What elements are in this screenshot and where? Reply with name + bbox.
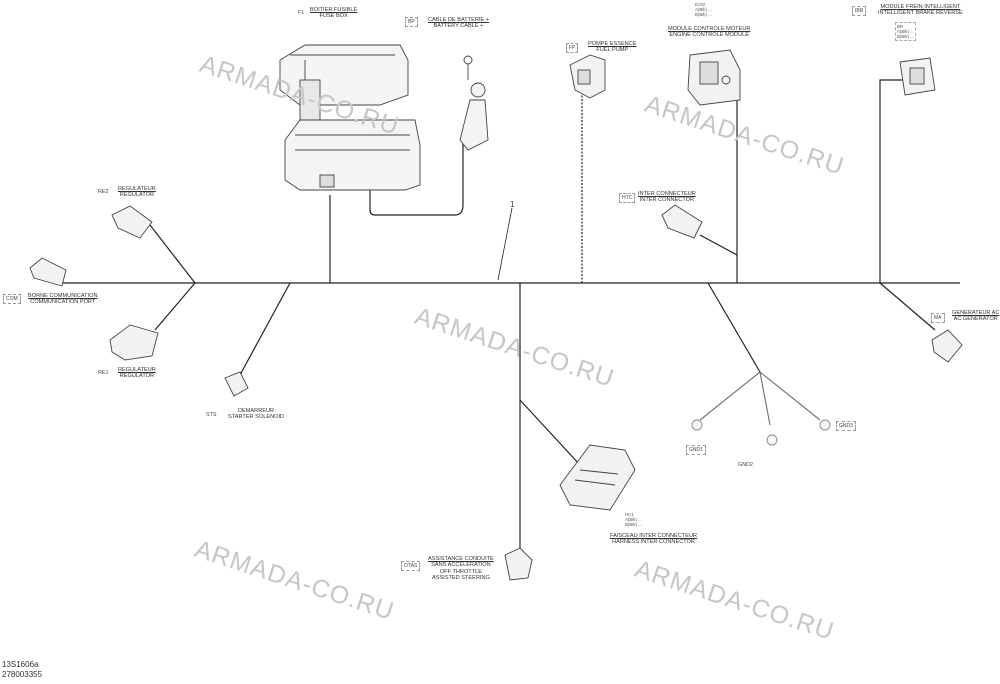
ibr-label: MODULE FREIN INTELLIGENT INTELLIGENT BRA…	[878, 4, 963, 17]
inter-connector-label: INTER CONNECTEUR INTER CONNECTOR	[638, 191, 696, 204]
fuse-box-code: F1	[298, 10, 305, 16]
fuse-box-drawing	[279, 44, 421, 191]
ground-eyelets-drawing	[691, 419, 831, 446]
starter-solenoid-drawing	[224, 371, 249, 397]
harness-inter-connector-label: FAISCEAU INTER CONNECTEUR HARNESS INTER …	[610, 533, 698, 546]
regulator-1-connector-drawing	[109, 324, 159, 361]
fuse-box-label: BOITIER FUSIBLE FUSE BOX	[310, 7, 358, 20]
battery-cable-code: BP	[405, 17, 418, 27]
fuel-pump-code: FP	[566, 43, 579, 53]
regulator-1-label: REGULATEUR REGULATOR	[118, 367, 156, 380]
ibr-pin-table: BR A(Blk) ... B(Blk) ...	[895, 22, 916, 41]
otas-connector-drawing	[504, 547, 533, 581]
regulator-1-code: RE1	[98, 370, 109, 376]
drawing-reference: 13S1606a 278003355	[2, 660, 43, 679]
inter-connector-code: HTC	[619, 193, 636, 203]
ecm-label: MODULE CONTROLE MOTEUR ENGINE CONTROLE M…	[668, 26, 751, 39]
starter-code: STS	[206, 412, 217, 418]
ibr-connector-drawing	[899, 57, 936, 96]
inter-connector-drawing	[661, 204, 703, 239]
gnd1-code: GND1	[686, 445, 706, 455]
ac-generator-label: GENERATEUR AC AC GENERATOR	[952, 310, 1000, 323]
callout-number: 1	[510, 200, 515, 209]
main-harness	[60, 75, 960, 550]
harness-pin-table: HC1 A(Blk) ... B(Blk) ...	[625, 512, 642, 527]
otas-label: ASSISTANCE CONDUITE SANS ACCELERATION OF…	[428, 556, 494, 582]
otas-code: OTAS	[401, 561, 421, 571]
communication-port-label: BORNE COMMUNICATION COMMUNICATION PORT	[28, 293, 98, 306]
starter-label: DEMARREUR STARTER SOLENOID	[228, 408, 285, 421]
communication-port-code: COM	[3, 294, 21, 304]
battery-cable-drawing	[459, 55, 489, 151]
gnd2-code: GND2	[738, 462, 753, 468]
ecm-pin-table: ECM A(Blk) ... B(Blk) ...	[695, 2, 712, 17]
ecm-connector-drawing	[687, 49, 741, 106]
harness-inter-connector-drawing	[559, 444, 636, 511]
regulator-2-label: REGULATEUR REGULATOR	[118, 186, 156, 199]
battery-cable-label: CABLE DE BATTERIE + BATTERY CABLE +	[428, 17, 489, 30]
regulator-2-code: RE2	[98, 189, 109, 195]
fuel-pump-connector-drawing	[569, 54, 606, 99]
fuel-pump-label: POMPE ESSENCE FUEL PUMP	[588, 41, 637, 54]
gnd3-code: GND3	[836, 421, 856, 431]
ibr-code: IBR	[852, 6, 867, 16]
communication-port-drawing	[29, 257, 67, 287]
ac-generator-code: MA	[931, 313, 945, 323]
ac-generator-connector-drawing	[931, 329, 963, 363]
regulator-2-connector-drawing	[111, 205, 153, 239]
